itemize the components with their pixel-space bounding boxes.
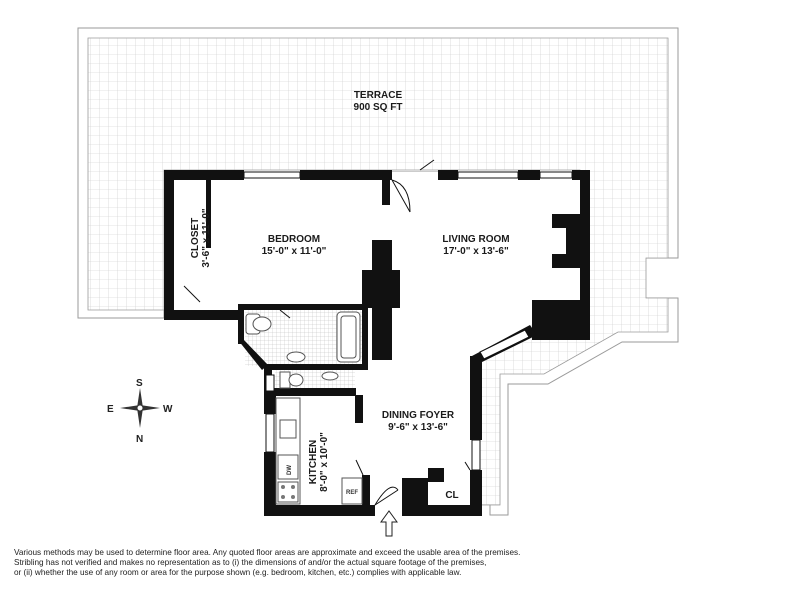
closet-name: CLOSET <box>190 218 201 259</box>
kitchen-fixtures <box>275 397 363 505</box>
disclaimer: Various methods may be used to determine… <box>14 548 784 578</box>
kitchen-size: 8'-0" x 10'-0" <box>319 432 330 492</box>
terrace-name: TERRACE <box>354 90 403 101</box>
windows <box>243 171 573 471</box>
closet-size: 3'-6" x 11'-0" <box>201 208 212 268</box>
compass-icon: S N E W <box>107 378 173 445</box>
terrace-size: 900 SQ FT <box>354 102 403 113</box>
living-room-name: LIVING ROOM <box>442 234 509 245</box>
compass-north: N <box>136 434 143 445</box>
disclaimer-line: Stribling has not verified and makes no … <box>14 558 487 567</box>
compass-east: E <box>107 404 114 415</box>
dining-foyer-name: DINING FOYER <box>382 410 455 421</box>
entry-arrow-icon <box>380 510 398 537</box>
disclaimer-line: or (ii) whether the use of any room or a… <box>14 568 462 577</box>
dining-foyer-size: 9'-6" x 13'-6" <box>388 422 448 433</box>
doors <box>183 159 471 506</box>
bathroom-fixtures <box>245 311 361 389</box>
living-room-size: 17'-0" x 13'-6" <box>443 246 509 257</box>
cl-name: CL <box>445 490 458 501</box>
dishwasher-label: DW <box>287 465 293 475</box>
kitchen-name: KITCHEN <box>308 440 319 484</box>
compass-west: W <box>163 404 173 415</box>
disclaimer-line: Various methods may be used to determine… <box>14 548 521 557</box>
bedroom-size: 15'-0" x 11'-0" <box>262 246 327 257</box>
bedroom-name: BEDROOM <box>268 234 320 245</box>
refrigerator-label: REF <box>346 490 358 496</box>
compass-south: S <box>136 378 143 389</box>
